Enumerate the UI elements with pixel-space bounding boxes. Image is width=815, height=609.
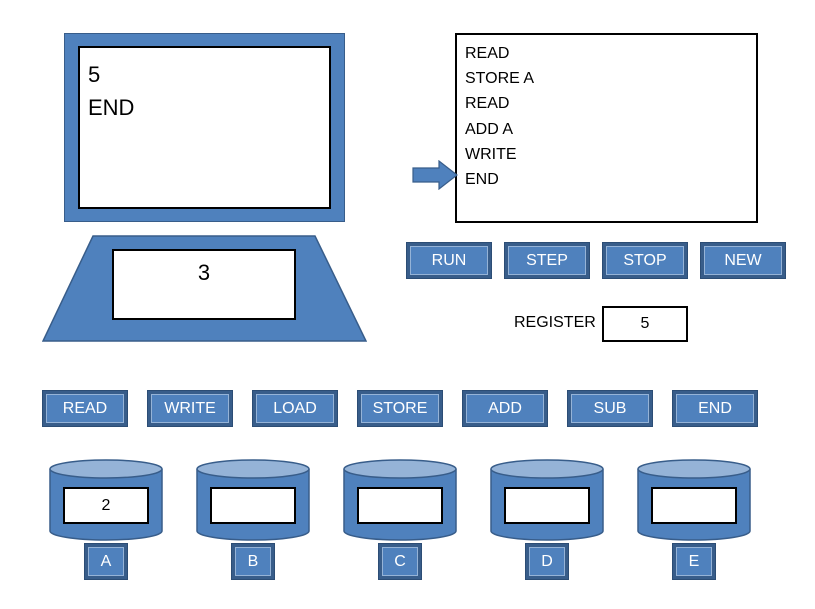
right-arrow-icon [412, 160, 458, 190]
memory-b-button[interactable]: B [231, 543, 275, 580]
program-line: ADD A [465, 120, 514, 138]
memory-cell-e-value [651, 487, 737, 524]
memory-d-button[interactable]: D [525, 543, 569, 580]
output-line: END [88, 95, 135, 120]
memory-cell-d-value [504, 487, 590, 524]
output-screen: 5 END [78, 46, 331, 209]
read-instruction-button[interactable]: READ [42, 390, 128, 427]
program-line: WRITE [465, 145, 517, 163]
memory-cell-a-value: 2 [63, 487, 149, 524]
step-button[interactable]: STEP [504, 242, 590, 279]
program-line: END [465, 171, 499, 189]
memory-cell-c-value [357, 487, 443, 524]
output-line: 5 [88, 62, 101, 87]
add-instruction-button[interactable]: ADD [462, 390, 548, 427]
load-instruction-button[interactable]: LOAD [252, 390, 338, 427]
program-line: READ [465, 45, 510, 62]
run-button[interactable]: RUN [406, 242, 492, 279]
program-listing: READ STORE A READ ADD A WRITE END [455, 33, 758, 223]
stop-button[interactable]: STOP [602, 242, 688, 279]
memory-cell-b-value [210, 487, 296, 524]
register-value: 5 [602, 306, 688, 342]
program-line: STORE A [465, 70, 535, 88]
store-instruction-button[interactable]: STORE [357, 390, 443, 427]
memory-a-button[interactable]: A [84, 543, 128, 580]
end-instruction-button[interactable]: END [672, 390, 758, 427]
input-display[interactable]: 3 [112, 249, 296, 320]
sub-instruction-button[interactable]: SUB [567, 390, 653, 427]
memory-e-button[interactable]: E [672, 543, 716, 580]
register-label: REGISTER [514, 314, 596, 331]
memory-c-button[interactable]: C [378, 543, 422, 580]
new-button[interactable]: NEW [700, 242, 786, 279]
write-instruction-button[interactable]: WRITE [147, 390, 233, 427]
program-line: READ [465, 95, 510, 113]
